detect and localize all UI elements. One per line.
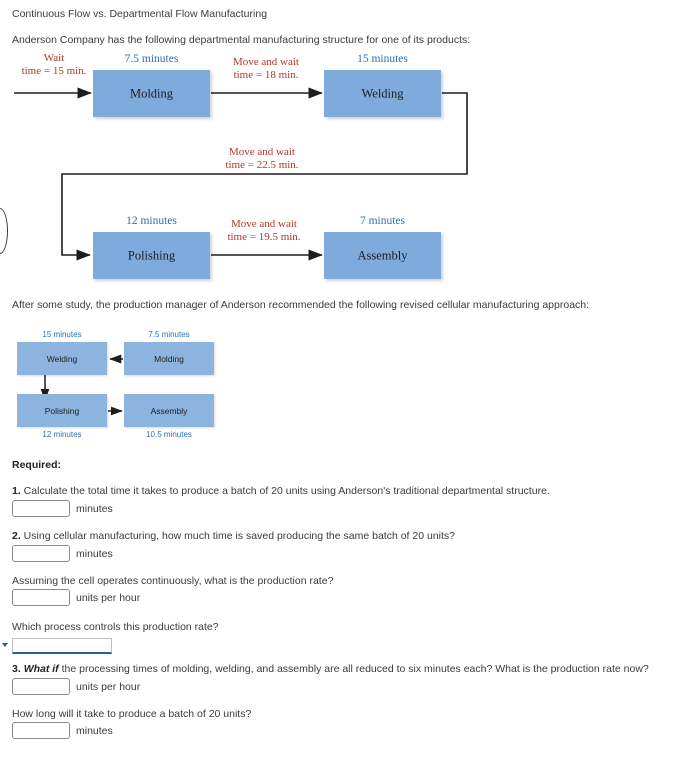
process-box-assembly-label: Assembly xyxy=(357,248,408,262)
process-box-welding: Welding xyxy=(324,70,441,117)
wait-label-entry: Wait time = 15 min. xyxy=(8,52,100,78)
question-2: 2. Using cellular manufacturing, how muc… xyxy=(12,529,455,543)
intro-text: Anderson Company has the following depar… xyxy=(12,34,471,46)
question-3-text: the processing times of molding, welding… xyxy=(58,663,649,675)
question-1: 1. Calculate the total time it takes to … xyxy=(12,484,550,498)
cell-box-assembly-label: Assembly xyxy=(150,405,188,416)
question-2-input[interactable] xyxy=(12,545,70,562)
cell-box-welding: Welding xyxy=(17,342,107,375)
question-2c-text: Which process controls this production r… xyxy=(12,621,219,633)
wait-mw-line2: time = 18 min. xyxy=(233,69,299,81)
question-2b-text: Assuming the cell operates continuously,… xyxy=(12,575,334,587)
cellular-intro-text: After some study, the production manager… xyxy=(12,299,590,311)
time-label-assembly: 7 minutes xyxy=(359,215,406,227)
question-1-input[interactable] xyxy=(12,500,70,517)
cellular-flow-diagram: 15 minutes 7.5 minutes Welding Molding P… xyxy=(0,330,280,445)
question-3-whatif: What if xyxy=(23,663,59,675)
wait-mw-line1: Move and wait xyxy=(233,56,299,68)
wait-entry-line1: Wait xyxy=(43,52,65,64)
question-2-number: 2. xyxy=(12,530,21,542)
wait-label-molding-welding: Move and wait time = 18 min. xyxy=(214,56,318,82)
wait-entry-line2: time = 15 min. xyxy=(21,65,87,77)
question-3b-text: How long will it take to produce a batch… xyxy=(12,708,252,720)
wait-pa-line2: time = 19.5 min. xyxy=(227,231,301,243)
required-heading-label: Required: xyxy=(12,459,62,471)
wait-pa-line1: Move and wait xyxy=(231,218,297,230)
wait-wp-line1: Move and wait xyxy=(229,146,295,158)
wait-wp-line2: time = 22.5 min. xyxy=(225,159,299,171)
process-box-molding-label: Molding xyxy=(129,86,174,100)
time-label-welding: 15 minutes xyxy=(357,53,408,65)
process-box-polishing: Polishing xyxy=(93,232,210,279)
departmental-flow-diagram: Wait time = 15 min. Move and wait time =… xyxy=(0,52,691,292)
process-box-polishing-label: Polishing xyxy=(127,248,176,262)
departmental-flow-connectors xyxy=(14,87,468,261)
cell-box-welding-label: Welding xyxy=(46,353,78,364)
question-3-input[interactable] xyxy=(12,678,70,695)
question-1-number: 1. xyxy=(12,485,21,497)
cell-time-assembly: 10.5 minutes xyxy=(146,430,192,439)
cell-time-polishing: 12 minutes xyxy=(42,430,82,439)
time-label-polishing: 12 minutes xyxy=(126,215,177,227)
wait-label-polishing-assembly: Move and wait time = 19.5 min. xyxy=(212,218,316,244)
cell-time-welding: 15 minutes xyxy=(42,330,82,339)
question-3: 3. What if the processing times of moldi… xyxy=(12,662,649,676)
page-title: Continuous Flow vs. Departmental Flow Ma… xyxy=(12,8,268,20)
cell-box-assembly: Assembly xyxy=(124,394,214,427)
wait-label-welding-polishing: Move and wait time = 22.5 min. xyxy=(210,146,314,172)
time-label-molding: 7.5 minutes xyxy=(124,53,179,65)
process-box-assembly: Assembly xyxy=(324,232,441,279)
cell-time-molding: 7.5 minutes xyxy=(148,330,190,339)
required-heading: Required: xyxy=(12,458,61,472)
cell-box-molding-label: Molding xyxy=(154,353,184,364)
question-3b-input[interactable] xyxy=(12,722,70,739)
question-2-unit: minutes xyxy=(76,548,113,560)
question-1-text: Calculate the total time it takes to pro… xyxy=(20,485,550,497)
question-2b-input[interactable] xyxy=(12,589,70,606)
cell-box-molding: Molding xyxy=(124,342,214,375)
question-3b-unit: minutes xyxy=(76,725,113,737)
question-2-text: Using cellular manufacturing, how much t… xyxy=(20,530,455,542)
chevron-down-icon xyxy=(2,643,8,647)
process-box-welding-label: Welding xyxy=(361,86,404,100)
question-3-unit: units per hour xyxy=(76,681,141,693)
cell-box-polishing: Polishing xyxy=(17,394,107,427)
question-2b-unit: units per hour xyxy=(76,592,141,604)
process-box-molding: Molding xyxy=(93,70,210,117)
question-3-number: 3. xyxy=(12,663,21,675)
question-1-unit: minutes xyxy=(76,503,113,515)
cell-box-polishing-label: Polishing xyxy=(44,405,80,416)
